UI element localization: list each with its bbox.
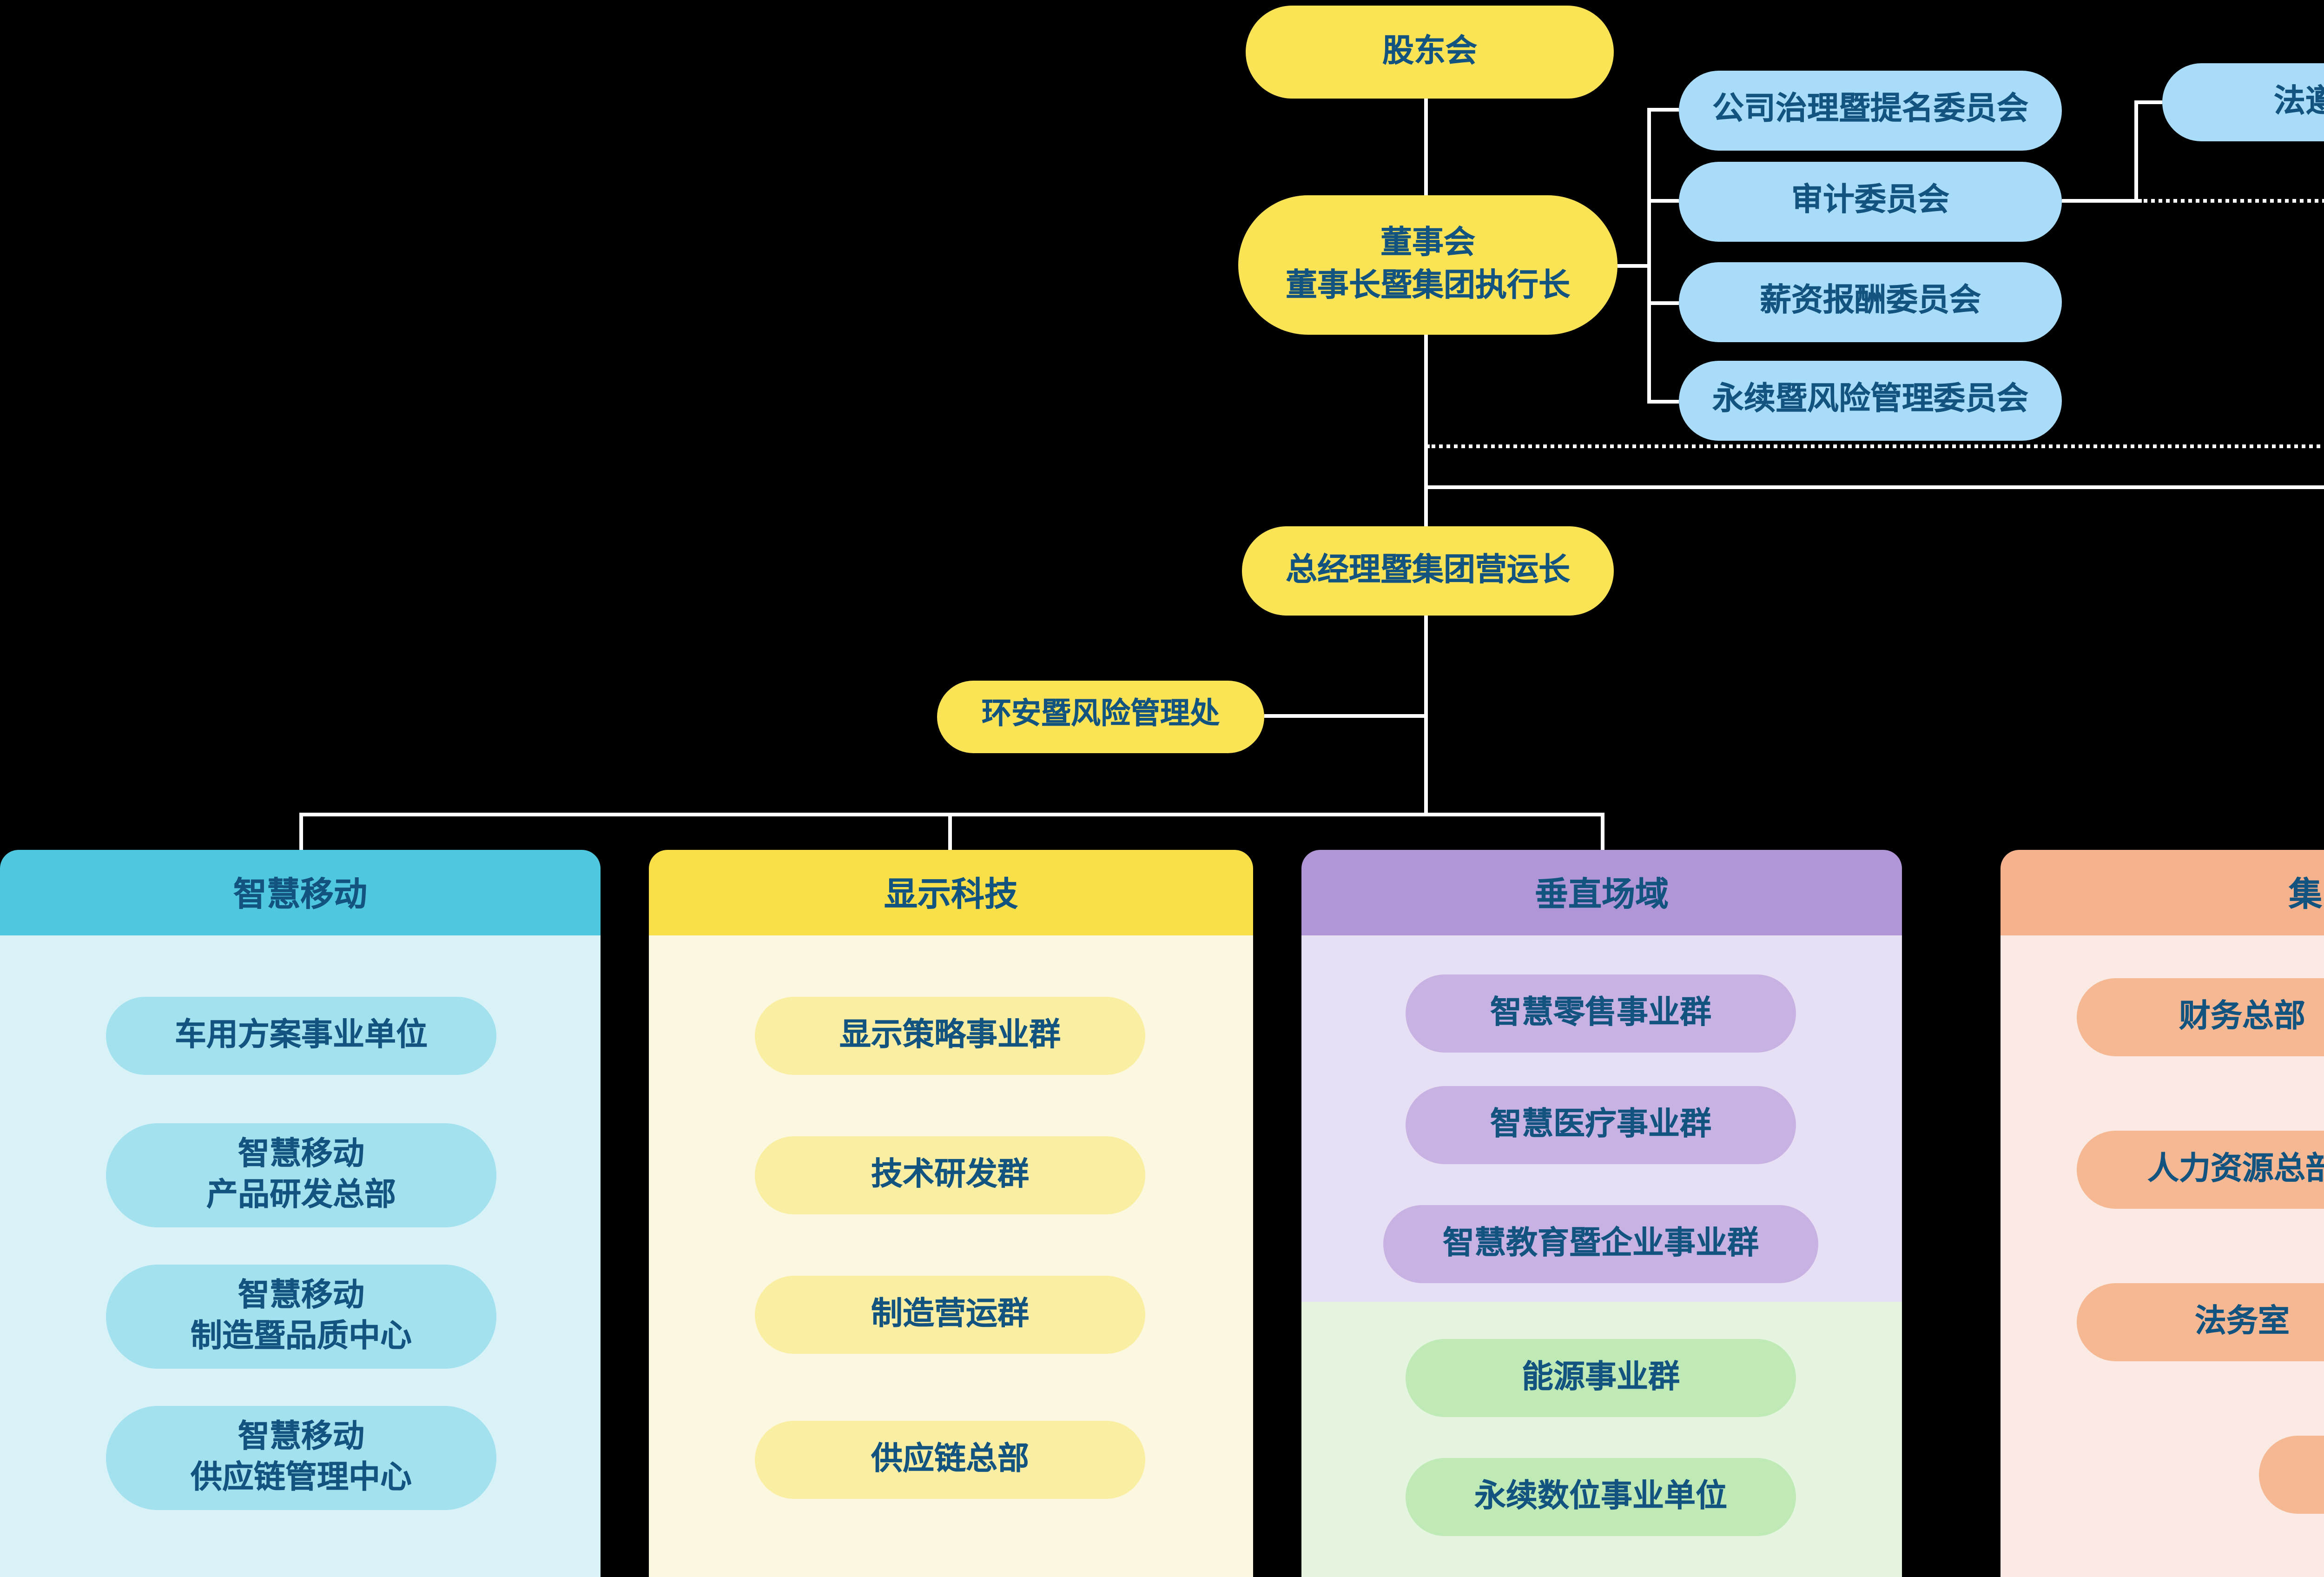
committee-label: 永续暨风险管理委员会 xyxy=(1712,382,2028,417)
connector-ehs xyxy=(1264,714,1426,718)
org-unit-label: 智慧教育暨企业事业群 xyxy=(1443,1225,1759,1261)
org-unit-legal-office: 法务室 xyxy=(2077,1283,2324,1361)
org-unit-label: 显示策略事业群 xyxy=(839,1017,1061,1053)
group-smart-mobility: 智慧移动 车用方案事业单位 智慧移动 产品研发总部 智慧移动 制造暨品质中心 智… xyxy=(0,850,601,1577)
node-shareholders: 股东会 xyxy=(1246,6,1614,99)
connector-stub-governance xyxy=(1647,108,1679,112)
connector-stub-audit xyxy=(1647,199,1679,203)
org-unit-label: 永续数位事业单位 xyxy=(1474,1478,1727,1514)
org-unit-line1: 智慧移动 xyxy=(238,1418,364,1454)
group-display-tech: 显示科技 显示策略事业群 技术研发群 制造营运群 供应链总部 xyxy=(649,850,1253,1577)
org-unit-label: 制造营运群 xyxy=(871,1296,1029,1332)
org-unit-sm-product-rnd: 智慧移动 产品研发总部 xyxy=(106,1123,496,1227)
org-unit-text: 智慧移动 供应链管理中心 xyxy=(191,1417,412,1499)
group-header-support: 集团营运支援单位 xyxy=(2000,850,2324,935)
connector-drop-smart-mobility xyxy=(299,813,303,850)
node-board-line2: 董事长暨集团执行长 xyxy=(1286,267,1570,302)
connector-board-president xyxy=(1424,335,1428,526)
node-ehs-risk: 环安暨风险管理处 xyxy=(937,681,1264,753)
org-unit-label: 人力资源总部 xyxy=(2147,1151,2324,1186)
group-header-vertical-domains: 垂直场域 xyxy=(1301,850,1902,935)
group-title: 智慧移动 xyxy=(233,876,367,913)
org-unit-smart-retail: 智慧零售事业群 xyxy=(1406,974,1796,1053)
dotted-compliance-to-mainline xyxy=(1426,444,2324,448)
org-unit-manufacturing-ops: 制造营运群 xyxy=(755,1276,1145,1354)
org-unit-label: 供应链总部 xyxy=(871,1441,1029,1477)
org-unit-smart-education-enterprise: 智慧教育暨企业事业群 xyxy=(1383,1205,1818,1283)
org-unit-label: 智慧医疗事业群 xyxy=(1490,1106,1711,1142)
node-president: 总经理暨集团营运长 xyxy=(1242,526,1614,616)
org-unit-sm-manufacturing-quality: 智慧移动 制造暨品质中心 xyxy=(106,1265,496,1369)
org-unit-line2: 制造暨品质中心 xyxy=(191,1319,412,1354)
org-unit-sm-supply-chain: 智慧移动 供应链管理中心 xyxy=(106,1406,496,1510)
connector-board-support-h xyxy=(1424,485,2324,489)
org-unit-label: 法务室 xyxy=(2195,1303,2290,1339)
committee-label: 审计委员会 xyxy=(1791,183,1949,219)
org-unit-hr-hq: 人力资源总部 xyxy=(2077,1131,2324,1209)
node-shareholders-label: 股东会 xyxy=(1382,33,1477,69)
org-unit-label: 智慧零售事业群 xyxy=(1490,994,1711,1030)
connector-president-down xyxy=(1424,616,1428,816)
org-unit-tech-rnd: 技术研发群 xyxy=(755,1136,1145,1214)
connector-stub-sustainability xyxy=(1647,400,1679,404)
connector-distribution xyxy=(299,813,1604,816)
node-board-text: 董事会 董事长暨集团执行长 xyxy=(1286,224,1570,306)
node-ehs-label: 环安暨风险管理处 xyxy=(981,699,1220,731)
committee-label: 公司治理暨提名委员会 xyxy=(1712,92,2028,127)
node-committee-sustainability-risk: 永续暨风险管理委员会 xyxy=(1679,361,2062,441)
org-unit-smart-medical: 智慧医疗事业群 xyxy=(1406,1086,1796,1164)
org-unit-energy: 能源事业群 xyxy=(1406,1339,1796,1417)
org-unit-label: 车用方案事业单位 xyxy=(175,1017,428,1053)
org-unit-label: 财务总部 xyxy=(2179,998,2305,1034)
org-unit-sustainable-digital: 永续数位事业单位 xyxy=(1406,1458,1796,1536)
node-board: 董事会 董事长暨集团执行长 xyxy=(1238,195,1618,335)
org-unit-finance-hq: 财务总部 xyxy=(2077,978,2324,1056)
group-header-smart-mobility: 智慧移动 xyxy=(0,850,601,935)
connector-audit-compliance-v xyxy=(2134,100,2138,203)
node-president-label: 总经理暨集团营运长 xyxy=(1286,552,1570,588)
connector-stub-compensation xyxy=(1647,301,1679,305)
node-committee-audit: 审计委员会 xyxy=(1679,162,2062,242)
committee-label: 薪资报酬委员会 xyxy=(1760,283,1981,319)
node-committee-compensation: 薪资报酬委员会 xyxy=(1679,262,2062,342)
connector-board-bracket xyxy=(1618,264,1649,268)
org-unit-line1: 智慧移动 xyxy=(238,1277,364,1313)
org-unit-label: 技术研发群 xyxy=(871,1156,1029,1192)
org-unit-text: 智慧移动 产品研发总部 xyxy=(206,1134,396,1217)
connector-audit-compliance-h2 xyxy=(2134,100,2162,104)
org-unit-display-strategy: 显示策略事业群 xyxy=(755,997,1145,1075)
node-compliance-counsel: 法遵总顾问 xyxy=(2162,63,2324,141)
group-support: 集团营运支援单位 财务总部 数位技术发展总部 人力资源总部 永续发展总部 法务室… xyxy=(2000,850,2324,1577)
org-unit-supply-chain-hq: 供应链总部 xyxy=(755,1421,1145,1499)
org-unit-automotive-solutions: 车用方案事业单位 xyxy=(106,997,496,1075)
group-header-display-tech: 显示科技 xyxy=(649,850,1253,935)
node-committee-governance: 公司治理暨提名委员会 xyxy=(1679,71,2062,151)
org-unit-line2: 供应链管理中心 xyxy=(191,1460,412,1495)
org-unit-label: 能源事业群 xyxy=(1522,1359,1680,1395)
connector-shareholders-board xyxy=(1424,99,1428,195)
org-unit-internal-audit: 稽核管理处 xyxy=(2259,1436,2324,1514)
group-title: 集团营运支援单位 xyxy=(2289,876,2324,913)
node-compliance-label: 法遵总顾问 xyxy=(2274,83,2324,119)
group-title: 显示科技 xyxy=(884,876,1018,913)
org-unit-line1: 智慧移动 xyxy=(238,1136,364,1172)
org-unit-text: 智慧移动 制造暨品质中心 xyxy=(191,1276,412,1358)
org-unit-line2: 产品研发总部 xyxy=(206,1177,396,1213)
group-vertical-domains: 垂直场域 智慧零售事业群 智慧医疗事业群 智慧教育暨企业事业群 能源事业群 永续… xyxy=(1301,850,1902,1577)
connector-audit-compliance-h1 xyxy=(2062,199,2138,203)
group-title: 垂直场域 xyxy=(1535,876,1669,913)
connector-drop-display-tech xyxy=(948,813,952,850)
dotted-audit-right xyxy=(2138,199,2324,203)
connector-committee-bracket xyxy=(1647,110,1651,404)
node-board-line1: 董事会 xyxy=(1380,225,1475,261)
connector-drop-vertical-domains xyxy=(1601,813,1604,850)
